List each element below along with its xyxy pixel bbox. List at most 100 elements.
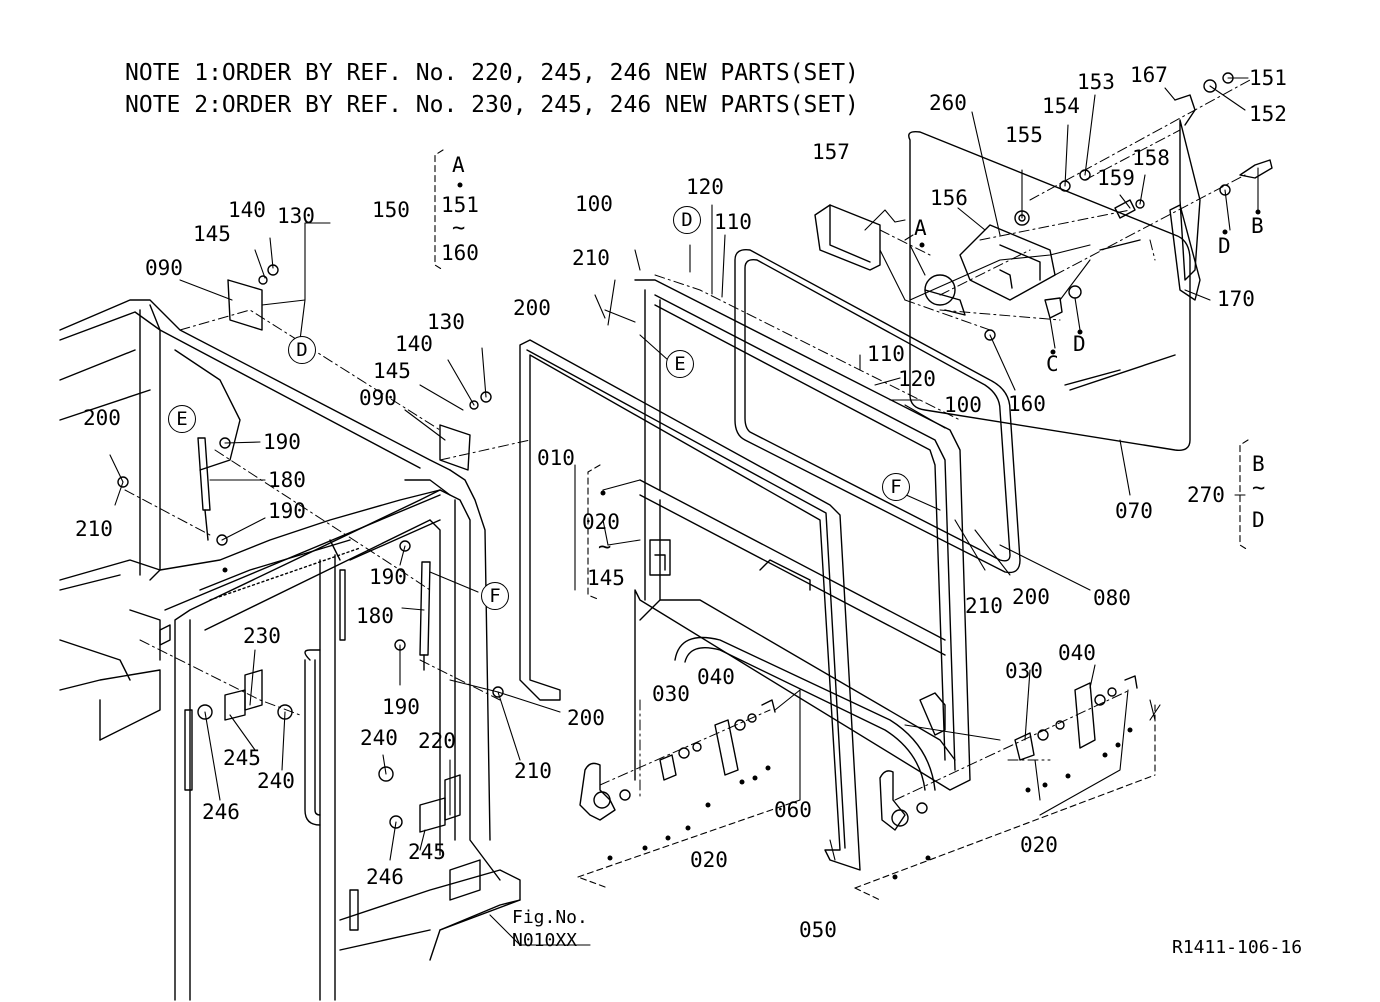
part-label-180-mid: 180	[356, 604, 394, 628]
part-label-240-left: 240	[257, 769, 295, 793]
part-label-260: 260	[929, 91, 967, 115]
part-label-200-upper: 200	[513, 296, 551, 320]
part-label-180-left: 180	[268, 468, 306, 492]
part-label-246-mid: 246	[366, 865, 404, 889]
part-label-150: 150	[372, 198, 410, 222]
part-label-120-upper: 120	[686, 175, 724, 199]
set-brackets	[434, 149, 1249, 901]
part-label-080: 080	[1093, 586, 1131, 610]
part-label-145-range: 145	[587, 566, 625, 590]
part-label-153: 153	[1077, 70, 1115, 94]
seal-strip	[734, 249, 1021, 574]
part-label-200-left: 200	[83, 406, 121, 430]
part-label-167: 167	[1130, 63, 1168, 87]
drawing-code: R1411-106-16	[1172, 937, 1303, 958]
cab-frame	[59, 299, 521, 1001]
door-latches	[579, 675, 1138, 831]
part-label-170: 170	[1217, 287, 1255, 311]
part-label-210-left: 210	[75, 517, 113, 541]
part-label-030-right: 030	[1005, 659, 1043, 683]
part-label-040-right: 040	[1058, 641, 1096, 665]
part-label-090-mid: 090	[359, 386, 397, 410]
part-label-160-range: 160	[441, 241, 479, 265]
part-label-190-upper: 190	[263, 430, 301, 454]
part-label-152: 152	[1249, 102, 1287, 126]
part-label-190-mid: 190	[369, 565, 407, 589]
ref-label-b-upper: B	[1251, 214, 1264, 238]
part-label-160: 160	[1008, 392, 1046, 416]
part-label-151-range: 151	[441, 193, 479, 217]
part-label-154: 154	[1042, 94, 1080, 118]
range-tilde-020: ~	[598, 535, 612, 560]
part-label-100-lower: 100	[944, 393, 982, 417]
range-tilde-150: ~	[452, 216, 466, 241]
window-glass	[908, 130, 1191, 451]
part-label-110-upper: 110	[714, 210, 752, 234]
part-label-070: 070	[1115, 499, 1153, 523]
part-label-155: 155	[1005, 123, 1043, 147]
ref-label-d-lower: D	[1073, 332, 1086, 356]
part-label-159: 159	[1097, 166, 1135, 190]
ref-circle-f-left: F	[481, 582, 509, 610]
leader-lines	[109, 77, 1259, 946]
part-label-210-upper: 210	[572, 246, 610, 270]
part-label-050: 050	[799, 918, 837, 942]
ref-label-c: C	[1046, 352, 1059, 376]
part-label-246-left: 246	[202, 800, 240, 824]
part-label-020-right: 020	[1020, 833, 1058, 857]
part-label-090-left: 090	[145, 256, 183, 280]
part-label-130-mid: 130	[427, 310, 465, 334]
part-label-145-mid: 145	[373, 359, 411, 383]
part-label-245-mid: 245	[408, 840, 446, 864]
fig-label: Fig.No.	[512, 907, 588, 928]
part-label-151: 151	[1249, 66, 1287, 90]
part-label-200-mid: 200	[567, 706, 605, 730]
note-2: NOTE 2:ORDER BY REF. No. 230, 245, 246 N…	[125, 92, 859, 118]
part-label-270: 270	[1187, 483, 1225, 507]
part-label-110-lower: 110	[867, 342, 905, 366]
part-label-140-left: 140	[228, 198, 266, 222]
part-label-145-left: 145	[193, 222, 231, 246]
part-label-220: 220	[418, 729, 456, 753]
part-label-210-mid: 210	[514, 759, 552, 783]
fig-number: N010XX	[512, 930, 578, 951]
part-label-030-left: 030	[652, 682, 690, 706]
part-label-010: 010	[537, 446, 575, 470]
door-glass-frame	[634, 279, 971, 791]
ref-label-a-top: A	[452, 153, 465, 177]
part-label-190-bottom: 190	[382, 695, 420, 719]
part-label-140-mid: 140	[395, 332, 433, 356]
part-label-156: 156	[930, 186, 968, 210]
part-label-157: 157	[812, 140, 850, 164]
door-outer-frame	[519, 339, 861, 871]
note-1: NOTE 1:ORDER BY REF. No. 220, 245, 246 N…	[125, 60, 859, 86]
door-hinges	[197, 669, 461, 833]
ref-circle-d-mid: D	[673, 206, 701, 234]
part-label-100-upper: 100	[575, 192, 613, 216]
part-label-020-left: 020	[690, 848, 728, 872]
ref-circle-e-mid: E	[666, 350, 694, 378]
curved-trim	[674, 636, 936, 791]
ref-circle-d-left: D	[288, 336, 316, 364]
ref-label-b-range: B	[1252, 452, 1265, 476]
part-label-158: 158	[1132, 146, 1170, 170]
assembly-lines	[124, 79, 1251, 801]
part-label-120-lower: 120	[898, 367, 936, 391]
part-label-200-right: 200	[1012, 585, 1050, 609]
part-label-245-left: 245	[223, 746, 261, 770]
range-tilde-270: ~	[1252, 476, 1266, 501]
ref-label-d-range: D	[1252, 508, 1265, 532]
part-label-230: 230	[243, 624, 281, 648]
part-label-210-right: 210	[965, 594, 1003, 618]
hardware-dots	[222, 182, 1261, 880]
part-label-020-range: 020	[582, 510, 620, 534]
gas-struts	[117, 264, 504, 698]
ref-circle-e-left: E	[168, 405, 196, 433]
ref-label-d-upper: D	[1218, 234, 1231, 258]
part-label-130-left: 130	[277, 204, 315, 228]
part-label-190-lower: 190	[268, 499, 306, 523]
part-label-040-left: 040	[697, 665, 735, 689]
part-label-060: 060	[774, 798, 812, 822]
